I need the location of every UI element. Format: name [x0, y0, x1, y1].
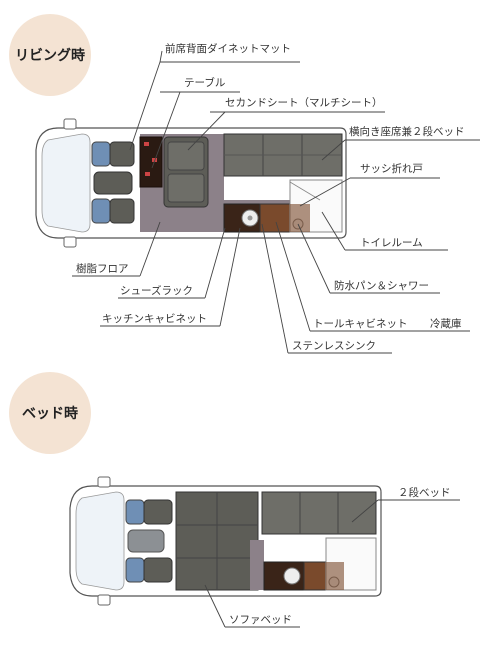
label-sofa-bed: ソファベッド: [229, 614, 292, 626]
label-second-seat: セカンドシート（マルチシート）: [225, 97, 383, 109]
bed-mode-title: ベッド時: [22, 406, 78, 422]
label-kitchen-cabinet: キッチンキャビネット: [102, 313, 207, 325]
label-front-seat-mat: 前席背面ダイネットマット: [165, 42, 291, 55]
label-table: テーブル: [184, 76, 225, 89]
living-van-plan: [35, 118, 347, 248]
bed-callouts: ２段ベッド ソファベッド: [204, 486, 460, 628]
label-bunk-bed: ２段ベッド: [398, 486, 451, 499]
label-fridge: 冷蔵庫: [430, 317, 462, 330]
bed-mode-badge: ベッド時: [9, 372, 91, 454]
bed-van-plan: [69, 476, 382, 606]
label-sink: ステンレスシンク: [292, 340, 376, 352]
label-toilet-room: トイレルーム: [360, 237, 423, 249]
label-waterproof-pan: 防水パン＆シャワー: [334, 279, 429, 292]
living-mode-badge: リビング時: [9, 14, 91, 96]
label-tall-cabinet: トールキャビネット: [313, 318, 408, 330]
label-shoe-rack: シューズラック: [120, 284, 193, 297]
living-callouts: 前席背面ダイネットマット テーブル セカンドシート（マルチシート） 横向き座席兼…: [72, 42, 480, 354]
label-side-seat-bunk: 横向き座席兼２段ベッド: [349, 125, 465, 138]
label-resin-floor: 樹脂フロア: [76, 262, 129, 275]
label-sash-door: サッシ折れ戸: [360, 162, 423, 175]
living-mode-title: リビング時: [15, 48, 85, 64]
